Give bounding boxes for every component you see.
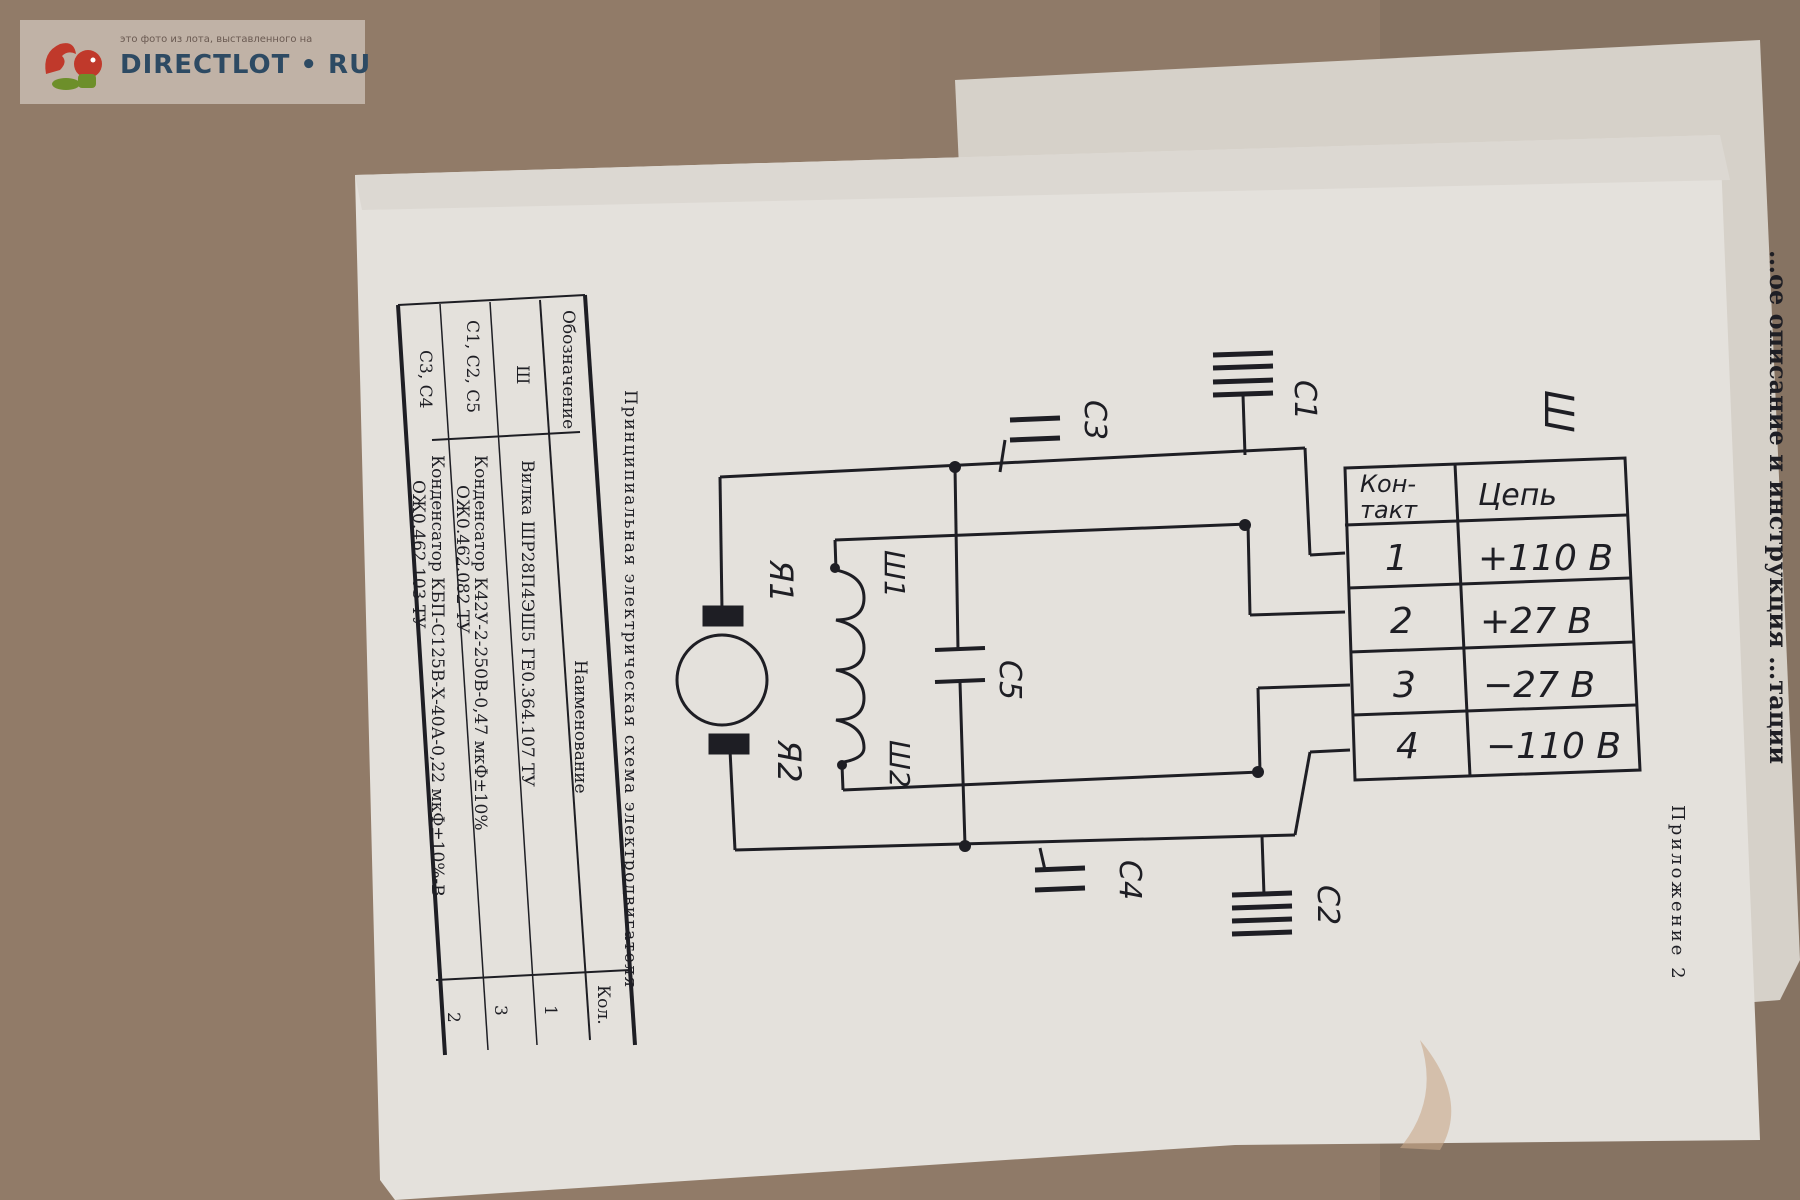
label-sh2: Ш2 [883, 740, 916, 788]
label-c3: С3 [1077, 400, 1112, 440]
parts-row2-qty: 3 [490, 1005, 510, 1016]
watermark-brand: DIRECTLOT • RU [120, 50, 372, 80]
pin-contact-4: 4 [1396, 726, 1419, 767]
parts-row3-name-2: ОЖ0.462.103 ТУ [408, 480, 428, 629]
label-ya1: Я1 [762, 559, 800, 603]
document-page [355, 135, 1760, 1200]
parts-row1-qty: 1 [540, 1005, 560, 1016]
pin-circuit-3: −27 В [1483, 665, 1595, 706]
diagram-title: Принципиальная электрическая схема элект… [620, 390, 640, 989]
parts-row2-name: Конденсатор К42У-2-250В-0,47 мкФ±10% [470, 455, 490, 830]
parts-row2-designation: С1, С2, С5 [462, 320, 482, 413]
label-ya2: Я2 [770, 739, 808, 783]
schematic-junctions [830, 461, 1264, 852]
parts-header-qty: Кол. [593, 985, 613, 1025]
pin-contact-3: 3 [1393, 665, 1416, 706]
parts-row3-name: Конденсатор КБП-С125В-Х-40А-0,22 мкФ±10%… [427, 455, 447, 897]
schematic-diagram [675, 350, 1351, 937]
watermark-caption: это фото из лота, выставленного на [120, 34, 313, 45]
appendix-label: Приложение 2 [1667, 805, 1688, 982]
connector-label: Ш [1535, 390, 1581, 433]
pin-circuit-1: +110 В [1478, 538, 1613, 579]
pin-circuit-2: +27 В [1480, 601, 1592, 642]
pin-contact-1: 1 [1385, 538, 1408, 579]
parts-table: Обозначение Наименование Кол. Ш Вилка ШР… [396, 294, 637, 1056]
pin-table: Кон- такт Цепь 1 +110 В 2 +27 В 3 −27 В … [1343, 456, 1642, 782]
parts-row3-qty: 2 [443, 1012, 463, 1023]
pin-header-contact-2: такт [1360, 496, 1418, 524]
parts-row2-name-2: ОЖ0.462.082 ТУ [452, 485, 472, 634]
parts-row1-designation: Ш [512, 365, 532, 384]
parts-row1-name: Вилка ШР28П4ЭШ5 ГЕ0.364.107 ТУ [517, 460, 537, 787]
pin-header-circuit: Цепь [1478, 478, 1557, 513]
label-c5: С5 [992, 660, 1027, 700]
parts-row3-designation: С3, С4 [415, 350, 435, 408]
label-c1: С1 [1287, 380, 1322, 420]
pin-header-contact-1: Кон- [1360, 470, 1416, 498]
parts-header-designation: Обозначение [558, 310, 578, 429]
label-sh1: Ш1 [878, 550, 911, 598]
background-booklet-text: …ое описание и инструкция …тации [1764, 250, 1793, 764]
label-c2: С2 [1310, 885, 1345, 925]
squirrel-logo-icon [45, 43, 102, 90]
pin-contact-2: 2 [1390, 601, 1413, 642]
pin-circuit-4: −110 В [1486, 726, 1621, 767]
parts-header-name: Наименование [570, 660, 590, 794]
directlot-watermark: это фото из лота, выставленного на DIREC… [20, 20, 370, 104]
label-c4: С4 [1112, 860, 1147, 900]
